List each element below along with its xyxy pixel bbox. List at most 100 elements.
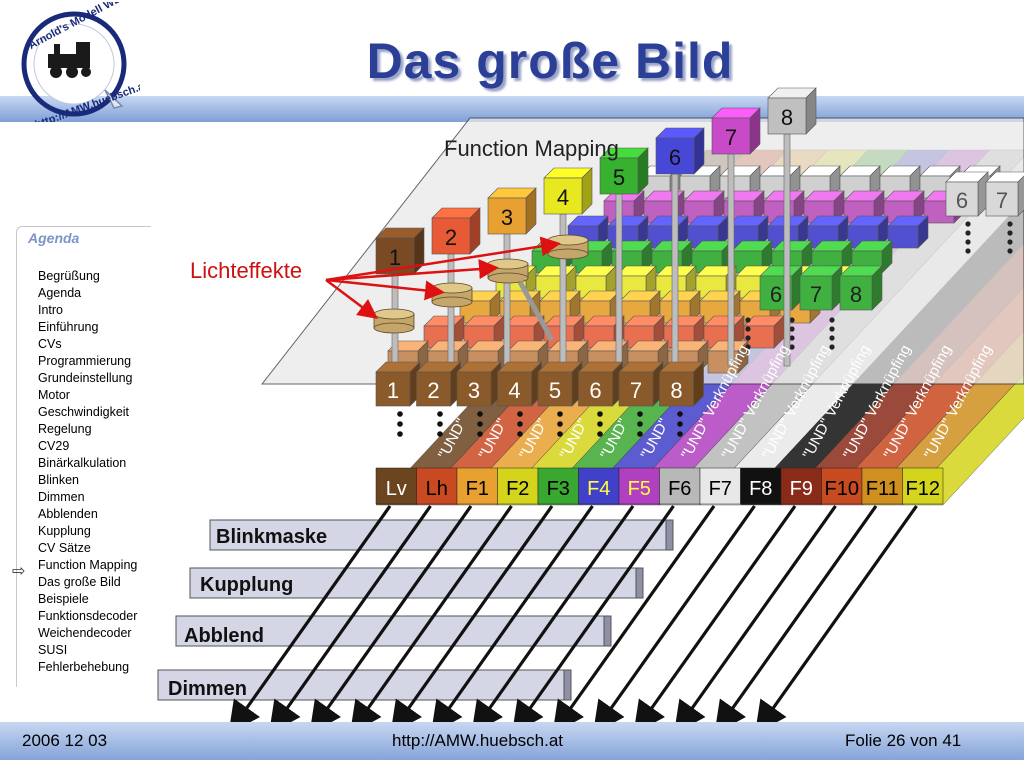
back-number-cube [985,171,1024,217]
effect-bar [189,567,644,599]
function-arrow [511,505,675,734]
agenda-item[interactable]: Beispiele [38,592,89,606]
function-arrow [228,505,392,734]
output-cube [431,207,481,255]
function-label: F2 [506,478,529,500]
output-cube [375,227,425,275]
output-label: 7 [725,125,737,150]
mid-number-label: 8 [850,282,862,307]
current-item-pointer-icon: ⇨ [12,563,26,580]
agenda-item[interactable]: SUSI [38,643,68,657]
ellipsis-dots [397,221,1013,437]
agenda-item[interactable]: Blinken [38,473,79,487]
function-label: Lv [386,478,407,500]
agenda-item[interactable]: Weichendecoder [38,626,132,640]
agenda-item[interactable]: Agenda [38,286,82,300]
grid-cube [731,240,773,274]
function-arrow [754,505,918,734]
bottom-number-label: 8 [670,378,682,403]
bottom-number-cube [658,361,705,407]
function-arrow [552,505,716,734]
agenda-item[interactable]: CVs [38,337,62,351]
function-arrow [714,505,878,734]
output-pole [615,193,623,367]
function-label: F10 [825,478,859,500]
locomotive-icon [48,42,91,78]
mapping-grid [387,165,1001,374]
agenda-item[interactable]: Geschwindigkeit [38,405,130,419]
agenda-item[interactable]: Kupplung [38,524,91,538]
light-effects-label: Lichteffekte [190,258,302,283]
function-arrow [471,505,635,734]
agenda-item[interactable]: Grundeinstellung [38,371,133,385]
bottom-number-label: 2 [427,378,439,403]
output-label: 6 [669,145,681,170]
function-label: F5 [628,478,651,500]
mid-number-label: 7 [810,282,822,307]
back-number-label: 6 [956,188,968,213]
function-label: F1 [466,478,489,500]
mid-number-label: 6 [770,282,782,307]
output-cube [599,147,649,195]
function-label: F9 [790,478,813,500]
output-label: 1 [389,245,401,270]
output-label: 2 [445,225,457,250]
footer-date: 2006 12 03 [22,731,108,750]
light-effect-arrows [325,236,561,319]
effect-bar-label: Abblend [184,625,264,647]
output-pole [503,233,511,367]
agenda-item[interactable]: Binärkalkulation [38,456,127,470]
red-arrow [325,278,445,301]
agenda-item[interactable]: CV Sätze [38,541,91,555]
footer-bar [0,722,1024,760]
effect-bar [209,519,674,551]
page-title: Das große Bild [366,33,734,89]
agenda-item[interactable]: Das große Bild [38,575,121,589]
agenda-item[interactable]: Funktionsdecoder [38,609,138,623]
footer-url[interactable]: http://AMW.huebsch.at [392,731,564,750]
agenda-item[interactable]: CV29 [38,439,70,453]
function-label: F3 [547,478,570,500]
bottom-number-label: 3 [468,378,480,403]
output-pole [727,153,735,367]
back-number-label: 7 [996,188,1008,213]
agenda-heading: Agenda [28,230,80,246]
function-label: F4 [587,478,610,500]
plane-label: Function Mapping [444,136,619,161]
bottom-number-label: 6 [589,378,601,403]
logo: Arnold's Modell WEB http://AMW.huebsch.a… [21,2,140,122]
function-arrow [430,505,594,734]
agenda-item[interactable]: Einführung [38,320,99,334]
output-label: 3 [501,205,513,230]
output-label: 8 [781,105,793,130]
agenda-item[interactable]: Function Mapping [38,558,138,572]
output-cube [767,87,817,135]
function-arrows [228,505,918,734]
bottom-number-cube [415,361,462,407]
agenda-item[interactable]: Programmierung [38,354,132,368]
mid-number-cubes: 6 7 8 [759,265,883,311]
effect-bar-label: Blinkmaske [216,526,328,548]
function-arrow [673,505,837,734]
effect-bar-label: Dimmen [168,678,247,700]
function-label: Lh [426,478,448,500]
agenda-item[interactable]: Dimmen [38,490,85,504]
output-cube [655,127,705,175]
function-label: F6 [668,478,691,500]
agenda-item[interactable]: Intro [38,303,64,317]
agenda-item[interactable]: Fehlerbehebung [38,660,130,674]
output-cube [711,107,761,155]
agenda-item[interactable]: Abblenden [38,507,98,521]
output-pole [671,173,679,367]
grid-cube [687,215,729,249]
agenda-item[interactable]: Begrüßung [38,269,100,283]
cylinder-icon [487,258,529,284]
agenda-item[interactable]: Regelung [38,422,92,436]
effect-bar-label: Kupplung [200,574,294,596]
function-arrow [309,505,473,734]
red-arrow [325,279,378,319]
agenda-item[interactable]: Motor [38,388,70,402]
